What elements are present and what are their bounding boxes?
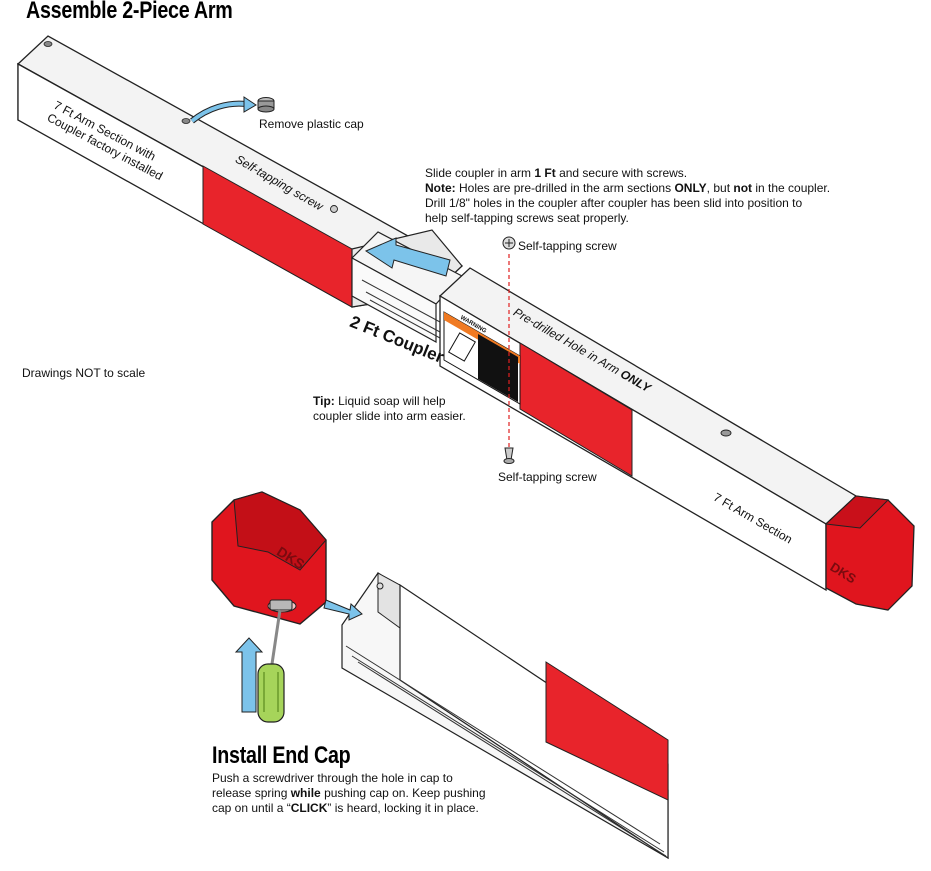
screwdriver-icon xyxy=(257,609,285,723)
arrow-icon xyxy=(323,599,363,621)
end-cap-instructions: Push a screwdriver through the hole in c… xyxy=(212,771,486,815)
remove-cap-label: Remove plastic cap xyxy=(259,117,364,131)
arm-section-right xyxy=(438,267,915,611)
self-tapping-screw-top-label: Self-tapping screw xyxy=(518,239,617,253)
arm-section-left xyxy=(16,35,464,308)
end-cap-title: Install End Cap xyxy=(212,742,351,769)
not-to-scale-note: Drawings NOT to scale xyxy=(22,366,146,380)
slide-instructions: Slide coupler in arm 1 Ft and secure wit… xyxy=(425,166,831,225)
arrow-icon xyxy=(234,637,264,713)
remove-cap-arrow-icon xyxy=(190,96,257,124)
screw-icon xyxy=(503,447,515,464)
self-tapping-screw-bottom-label: Self-tapping screw xyxy=(498,470,597,484)
tip-text: Tip: Liquid soap will help coupler slide… xyxy=(313,394,466,423)
end-cap xyxy=(211,491,327,625)
arm-end xyxy=(341,572,669,860)
arrow-icon xyxy=(364,237,451,277)
plastic-cap-icon xyxy=(257,97,275,113)
page-title: Assemble 2-Piece Arm xyxy=(26,0,233,24)
screw-icon xyxy=(502,236,516,250)
